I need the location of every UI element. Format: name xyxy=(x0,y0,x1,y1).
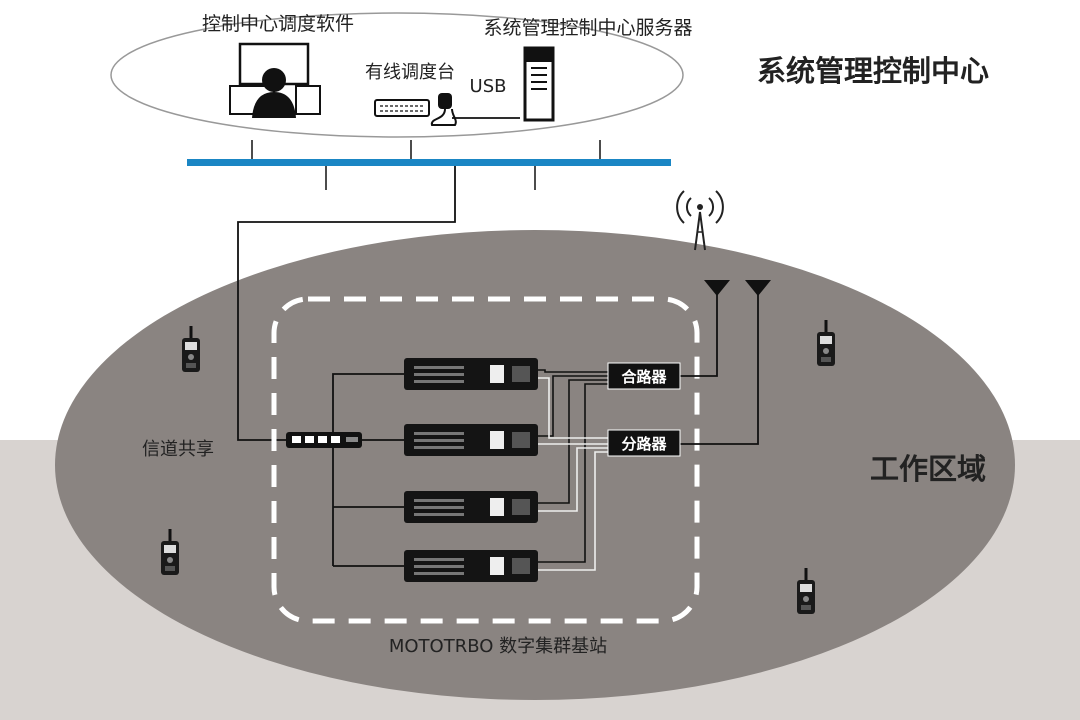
network-switch-icon xyxy=(286,432,362,448)
base-station-label: MOTOTRBO 数字集群基站 xyxy=(389,636,607,657)
splitter-label: 分路器 xyxy=(621,435,667,453)
desk-microphone-icon xyxy=(430,93,520,126)
bus-taps xyxy=(251,140,601,190)
network-bus xyxy=(187,159,671,166)
dispatch-software-label: 控制中心调度软件 xyxy=(202,13,354,35)
control-center-title: 系统管理控制中心 xyxy=(757,54,989,88)
antenna-icon xyxy=(704,280,730,296)
work-area-ellipse xyxy=(55,230,1015,700)
wired-console-label: 有线调度台 xyxy=(365,62,455,83)
bus-to-switch-link xyxy=(237,166,456,441)
work-area-title: 工作区域 xyxy=(870,452,986,486)
channel-sharing-label: 信道共享 xyxy=(142,439,214,460)
splitter-box: 分路器 xyxy=(607,429,681,457)
repeater-icon xyxy=(404,491,538,523)
usb-label: USB xyxy=(470,76,507,97)
antenna-icon xyxy=(745,280,771,296)
repeater-icon xyxy=(404,358,538,390)
operator-workstation-icon xyxy=(229,42,321,118)
combiner-box: 合路器 xyxy=(607,362,681,390)
server-label: 系统管理控制中心服务器 xyxy=(483,17,692,39)
antenna-tower-icon xyxy=(676,190,724,251)
server-icon xyxy=(523,46,555,122)
combiner-label: 合路器 xyxy=(620,368,667,386)
repeater-icon xyxy=(404,550,538,582)
keyboard-icon xyxy=(374,99,430,117)
repeater-wiring xyxy=(332,290,759,571)
repeater-icon xyxy=(404,424,538,456)
